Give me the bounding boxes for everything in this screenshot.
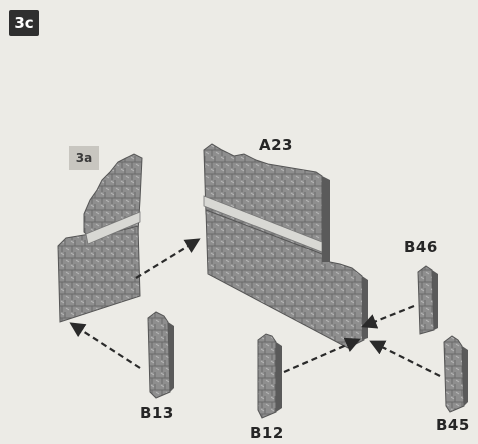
wall-part-b46 [417, 265, 438, 335]
step-number-badge: 3c [9, 10, 39, 36]
wall-part-b12 [257, 333, 282, 419]
part-label-b13: B13 [140, 404, 174, 422]
part-label-b45: B45 [436, 416, 470, 434]
part-label-b46: B46 [404, 238, 438, 256]
arrow-b45-to-a23 [369, 340, 441, 377]
arrow-3a-to-a23 [135, 238, 201, 279]
assembly-arrows [69, 238, 441, 377]
reference-step-badge: 3a [69, 146, 99, 170]
part-label-a23: A23 [259, 136, 293, 154]
wall-part-b45 [443, 335, 468, 413]
arrow-b13-to-3a [69, 322, 141, 369]
wall-section-3a [57, 153, 143, 323]
arrow-b12-to-a23 [283, 337, 361, 374]
wall-part-b13 [147, 311, 174, 399]
wall-part-a23 [203, 143, 368, 349]
part-label-b12: B12 [250, 424, 284, 442]
arrow-b46-to-a23 [361, 304, 415, 329]
